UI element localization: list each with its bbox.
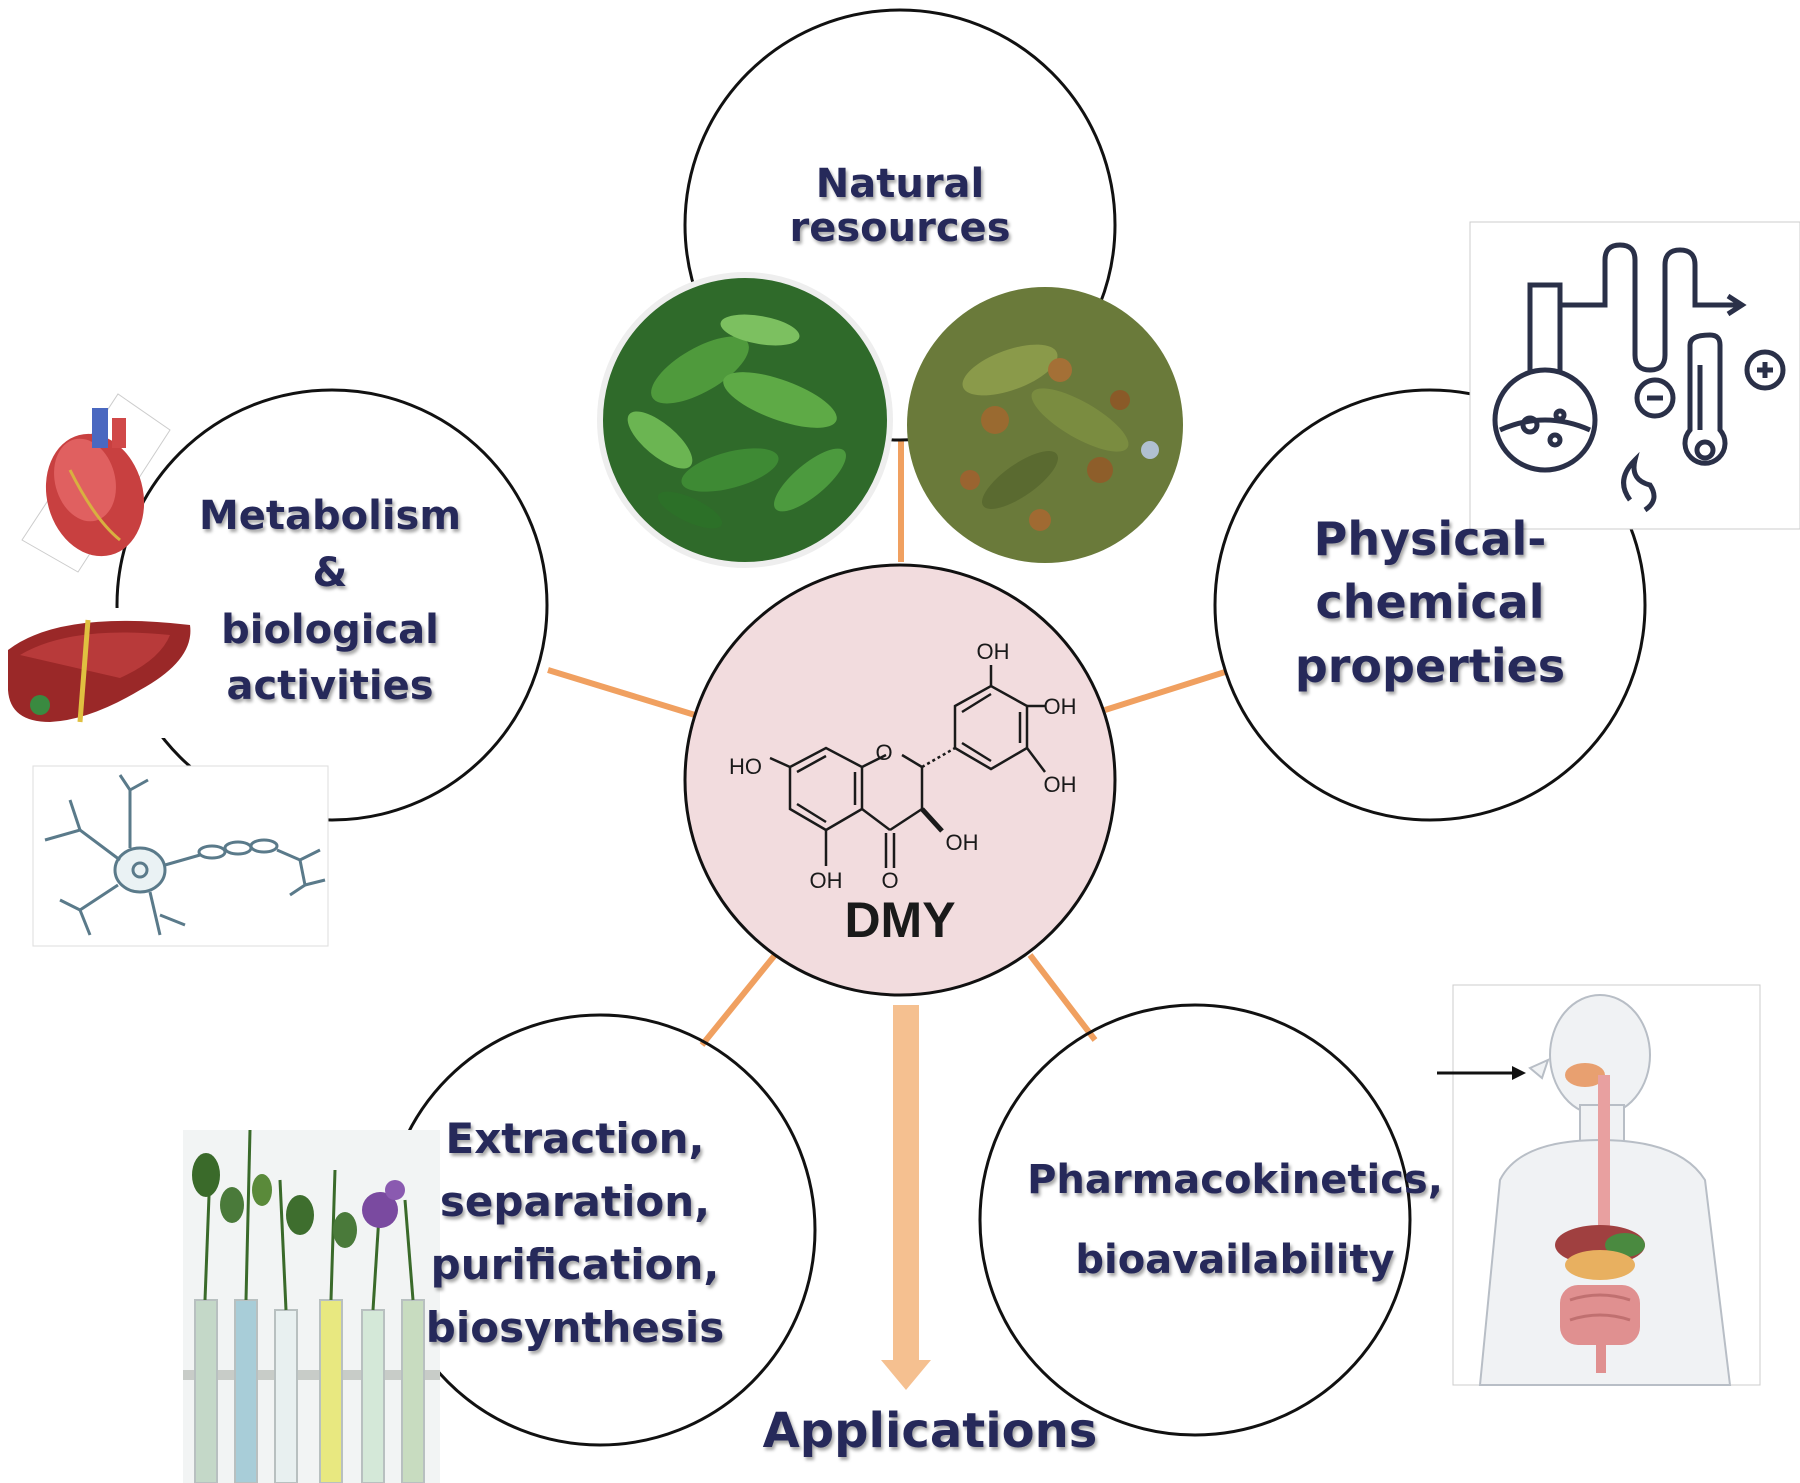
applications-label: Applications <box>750 1405 1110 1458</box>
physical-chemical-line-1: Physical- <box>1313 512 1547 566</box>
pharmacokinetics-line-1: Pharmacokinetics, <box>1027 1157 1443 1203</box>
atom-oh-top: OH <box>977 639 1010 664</box>
dmy-title: DMY <box>844 892 956 948</box>
applications-arrow <box>881 1005 931 1390</box>
neuron-image <box>32 765 329 947</box>
physical-chemical-label: Physical- chemical properties <box>1270 508 1590 698</box>
connector-lines <box>547 440 1226 1047</box>
metabolism-line-2: & <box>312 549 348 596</box>
metabolism-line-1: Metabolism <box>198 493 462 539</box>
connector-bottom-right <box>1027 953 1098 1042</box>
metabolism-line-3: biological <box>221 606 439 653</box>
extraction-line-2: separation, <box>439 1177 711 1226</box>
natural-resources-line-2: resources <box>789 205 1011 251</box>
digestive-system-image <box>1452 984 1761 1386</box>
atom-o-ring: O <box>875 740 892 765</box>
chemistry-icon <box>1469 221 1800 530</box>
dmy-center-circle <box>683 563 1117 997</box>
liver-image <box>0 608 195 738</box>
extraction-line-3: purification, <box>430 1240 720 1289</box>
atom-oh-mid: OH <box>1044 694 1077 719</box>
metabolism-circle <box>115 388 549 822</box>
atom-oh-bottom: OH <box>810 868 843 893</box>
natural-resources-label: Natural resources <box>740 162 1060 250</box>
plant-photo-left <box>597 272 893 568</box>
test-tubes-image <box>183 1129 440 1483</box>
atom-oh-c3: OH <box>946 830 979 855</box>
connector-bottom-left <box>699 953 778 1047</box>
atom-oh-low: OH <box>1044 772 1077 797</box>
dmy-label: DMY <box>790 893 1010 948</box>
pharmacokinetics-circle <box>978 1003 1412 1437</box>
extraction-line-1: Extraction, <box>445 1114 705 1163</box>
atom-ho-left: HO <box>729 754 762 779</box>
physical-chemical-circle <box>1213 388 1647 822</box>
plant-photo-right <box>907 287 1183 563</box>
extraction-line-4: biosynthesis <box>425 1303 725 1352</box>
heart-image <box>21 393 171 573</box>
extraction-label: Extraction, separation, purification, bi… <box>410 1107 740 1359</box>
connector-left <box>547 667 696 718</box>
dmy-chemical-structure <box>769 665 1046 868</box>
pharmacokinetics-label: Pharmacokinetics, bioavailability <box>1020 1140 1450 1300</box>
applications-text: Applications <box>762 1403 1098 1459</box>
intake-arrow <box>1437 1066 1526 1080</box>
pharmacokinetics-line-2: bioavailability <box>1075 1237 1395 1283</box>
metabolism-line-4: activities <box>226 663 434 710</box>
atom-o-carbonyl: O <box>881 868 898 893</box>
metabolism-label: Metabolism & biological activities <box>180 488 480 715</box>
physical-chemical-line-3: properties <box>1294 638 1566 693</box>
atom-labels: O HO OH O OH OH OH OH <box>729 639 1077 893</box>
natural-resources-line-1: Natural <box>815 161 985 207</box>
physical-chemical-line-2: chemical <box>1315 575 1545 630</box>
connector-right <box>1104 669 1226 713</box>
